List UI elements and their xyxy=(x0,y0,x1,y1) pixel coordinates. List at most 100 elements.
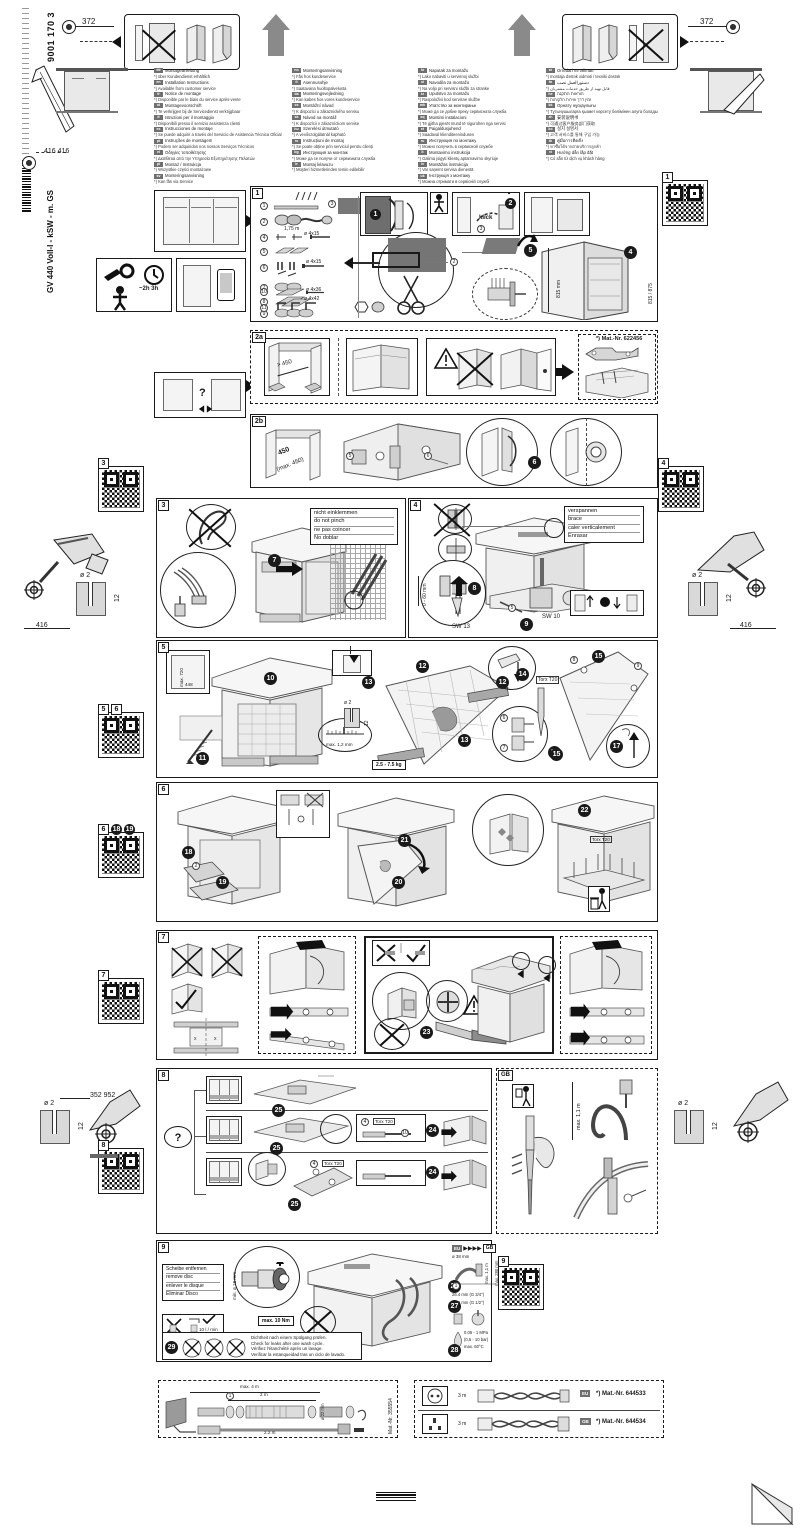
language-subtitle: *) Có sẵn từ dịch vụ khách hàng xyxy=(546,155,605,161)
step-8-torx-2: Torx T20 xyxy=(322,1160,344,1167)
step-8-number: 8 xyxy=(158,1070,169,1081)
step-2a-div-1 xyxy=(338,338,339,396)
step-4-wrench-1: SW 13 xyxy=(452,624,471,630)
step-1-person-icon xyxy=(430,192,448,214)
step-2b-scene-1 xyxy=(265,429,321,481)
qr-top-right[interactable] xyxy=(662,180,708,226)
drill-depth-label: 12 xyxy=(726,594,733,602)
step-8-decision-cloud[interactable]: ? xyxy=(164,1126,192,1148)
step-7-ok-nok-inset xyxy=(372,940,430,966)
cross-icon xyxy=(451,345,499,391)
cable-eu-region: EU xyxy=(580,1390,591,1397)
step-7-orientation-matrix xyxy=(171,943,243,1015)
cable-gb-illustration xyxy=(477,1416,570,1432)
step-9-flow-inset: 10 l / min xyxy=(162,1314,224,1336)
callout-24-b: 24 xyxy=(426,1166,439,1179)
model-code: GV 440 VolI-I - kSW - m. GS xyxy=(46,190,55,293)
step-4-wrench-2: SW 10 xyxy=(542,614,561,620)
language-subtitle: *) Se poate obține prin serviciul pentru… xyxy=(292,144,374,150)
qr-step4[interactable] xyxy=(658,466,704,512)
language-subtitle: *) Можно получить в сервисной службе xyxy=(418,144,493,150)
language-title: Инструкция по монтажу xyxy=(429,138,477,144)
drill-detail-right-mid: ø 2 12 416 xyxy=(654,530,788,640)
language-subtitle: *) Available from customer service xyxy=(154,85,216,91)
language-flag-icon: mk xyxy=(418,103,427,109)
qr-step56[interactable] xyxy=(98,712,144,758)
language-title: คู่มือการติดตั้ง xyxy=(557,138,584,144)
qr-label-6: 6 xyxy=(98,824,109,835)
language-flag-icon: th xyxy=(546,138,555,144)
drill-marker-top-left-inner xyxy=(66,24,72,30)
language-title: Istruzioni per il montaggio xyxy=(165,114,214,120)
language-title: הוראות התקנה xyxy=(557,91,584,97)
step-5-tolerance: max. 1,2 mm xyxy=(326,742,353,747)
model-code-text: GV 440 VolI-I - kSW - m. GS xyxy=(46,190,55,293)
part-8-spec: ø 4x42 xyxy=(304,296,320,302)
language-flag-icon: sk xyxy=(292,115,301,121)
drill-diameter-label: ø 2 xyxy=(692,572,703,579)
language-subtitle: *) Lako nabaviti u servisnoj službi xyxy=(418,73,479,79)
step-8-variant-1-detail xyxy=(253,1075,357,1105)
qr-step6[interactable] xyxy=(98,832,144,878)
language-title: Інструкція з монтажу xyxy=(429,173,471,179)
step-6-scene-2 xyxy=(337,797,455,907)
step-8-gb-height: max. 1,1 m xyxy=(576,1103,582,1130)
callout-1: 1 xyxy=(370,209,381,220)
step-5-detail-circle-17 xyxy=(606,724,650,768)
callout-14: 14 xyxy=(516,668,529,681)
step-6-torx: Torx T20 xyxy=(590,836,612,843)
language-subtitle: *) Galima įsigyti klientų aptarnavimo sk… xyxy=(418,155,499,161)
language-flag-icon: sv xyxy=(154,173,163,179)
language-title: Instrucciones de montaje xyxy=(165,126,213,132)
qr-step7[interactable] xyxy=(98,978,144,1024)
step-8-variant-3-thumb xyxy=(206,1158,242,1186)
language-flag-icon: en xyxy=(154,80,163,86)
language-flag-icon: lv xyxy=(418,161,427,167)
callout-27: 27 xyxy=(448,1300,461,1313)
language-flag-icon: uk xyxy=(418,173,427,179)
qr-label-6-row: 6 18 19 xyxy=(98,824,135,835)
cabinet-overview-box xyxy=(154,190,246,252)
note-line-fr: ne pas coincer xyxy=(314,527,394,536)
step-3-detail-circle xyxy=(160,552,236,628)
language-subtitle: *) Se puede adquirir a través del Servic… xyxy=(154,132,282,138)
time-estimate: ~2h 3h xyxy=(139,286,159,292)
language-flag-icon: sq xyxy=(418,115,427,121)
language-subtitle: *) Disponible par le biais du service ap… xyxy=(154,97,241,103)
language-subtitle: *) Të gjitha pjesët mund të sigurohen ng… xyxy=(418,120,506,126)
language-title: Montimi instalacioni xyxy=(429,114,467,120)
step-1-scissors-icon xyxy=(397,275,425,315)
step-8-torx-1: Torx T20 xyxy=(373,1118,395,1125)
step-3-wall-hatch xyxy=(330,538,386,620)
guide-left xyxy=(80,41,112,42)
cross-icon xyxy=(182,502,238,552)
language-title: Instrucțiuni de montaj xyxy=(303,138,344,144)
step-1-number: 1 xyxy=(252,188,263,199)
callout-17: 17 xyxy=(610,740,623,753)
callout-25-b: 25 xyxy=(270,1142,283,1155)
step-9-pressure: 0.05 - 1 MPa xyxy=(464,1330,488,1335)
language-title: 安装说明书 xyxy=(557,114,579,120)
language-title: Installation Instructions xyxy=(165,79,209,85)
callout-12-a: 12 xyxy=(416,660,429,673)
language-flag-icon: vi xyxy=(546,150,555,156)
language-subtitle: *) Müşteri hizmetlerinden temin edilebil… xyxy=(292,167,365,173)
qr-step9[interactable] xyxy=(498,1264,544,1310)
question-mark: ? xyxy=(199,387,206,399)
step-5-drill: ø 2 xyxy=(344,700,352,706)
step-9-detail-circle xyxy=(234,1246,300,1308)
drill-diameter-label: ø 2 xyxy=(44,1100,55,1107)
qr-step3[interactable] xyxy=(98,466,144,512)
step-3-push-arrow xyxy=(276,562,303,576)
